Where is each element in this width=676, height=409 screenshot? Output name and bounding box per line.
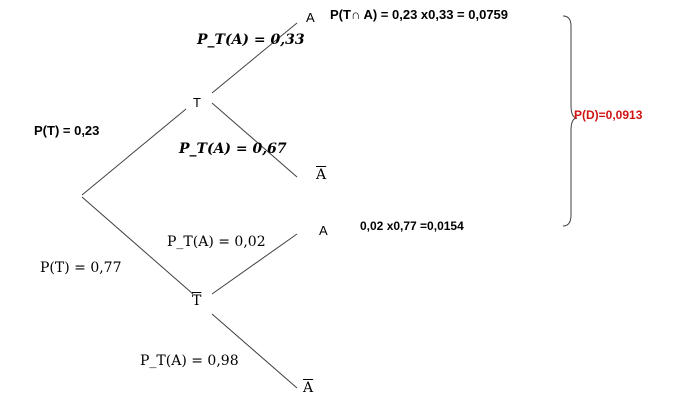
node-t: T <box>193 95 201 110</box>
node-a-bottom: A <box>319 223 328 238</box>
formula-p-t-and-a: P(T∩ A) = 0,23 x0,33 = 0,0759 <box>330 7 509 22</box>
label-pt-a: P_T(A) = 0,33 <box>197 32 305 48</box>
branch-t-a <box>211 22 298 94</box>
branch-tbar-a <box>211 233 298 295</box>
formula-calc-bottom: 0,02 x0,77 =0,0154 <box>360 219 464 233</box>
formula-result: P(D)=0,0913 <box>574 108 643 122</box>
node-a-top: A <box>306 10 315 25</box>
label-p-tbar: P(T) = 0,77 <box>40 260 122 276</box>
node-tbar: T <box>192 293 202 309</box>
label-p-t: P(T) = 0,23 <box>34 123 100 138</box>
curly-brace <box>562 15 578 227</box>
label-pt-abar: P_T(A) = 0,67 <box>179 141 287 157</box>
label-ptbar-abar: P_T(A) = 0,98 <box>140 353 239 369</box>
label-ptbar-a: P_T(A) = 0,02 <box>167 234 266 250</box>
branch-root-t <box>81 108 187 196</box>
branch-root-tbar <box>81 196 194 295</box>
branch-t-abar <box>211 102 298 178</box>
node-abar-bottom: A <box>303 380 314 396</box>
node-abar-top: A <box>316 167 327 183</box>
branch-tbar-abar <box>211 313 298 389</box>
